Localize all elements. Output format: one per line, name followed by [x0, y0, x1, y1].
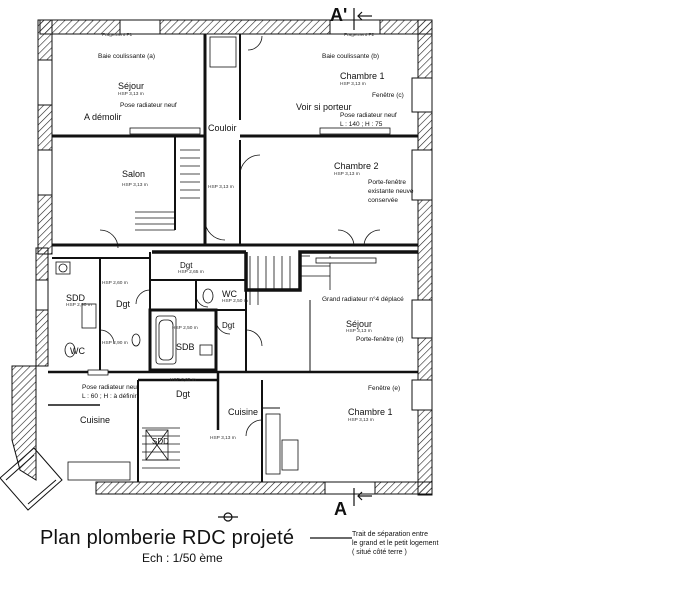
legend-separation: Trait de séparation entre le grand et le…	[352, 530, 482, 557]
room-sdd-lower: SDD	[152, 437, 169, 446]
hsp-dgt-top: HSP 2,65 m	[178, 270, 204, 275]
hsp-cuisine-right: HSP 3,13 m	[210, 436, 236, 441]
fragment-f2-label: Fragement F2	[344, 33, 375, 38]
pose-radiateur-chambre1: Pose radiateur neuf	[340, 112, 397, 119]
pose-radiateur-lower: Pose radiateur neuf	[82, 384, 139, 391]
radiateur-dims-upper: L : 140 ; H : 75	[340, 121, 383, 128]
room-sejour-upper: Séjour	[118, 81, 145, 91]
porte-fenetre-d-label: Porte-fenêtre (d)	[356, 336, 404, 343]
room-dgt-lower: Dgt	[176, 389, 191, 399]
hsp-sdb: HSP 2,50 m	[172, 326, 198, 331]
baie-a-label: Baie coulissante (a)	[98, 53, 156, 60]
legend-line-2: le grand et le petit logement	[352, 540, 439, 547]
room-chambre1-upper: Chambre 1	[340, 71, 385, 81]
hsp-sejour-lower: HSP 3,13 m	[346, 329, 372, 334]
fenetre-c-label: Fenêtre (c)	[372, 92, 404, 99]
porte-fenetre-line1: Porte-fenêtre	[368, 179, 406, 186]
hsp-dgt-lower: HSP 2,65 m	[170, 378, 196, 383]
room-salon: Salon	[122, 169, 146, 179]
pose-radiateur-upper: Pose radiateur neuf	[120, 102, 177, 109]
room-cuisine-right: Cuisine	[228, 407, 259, 417]
room-sejour-lower: Séjour	[346, 319, 373, 329]
section-mark-bottom: A	[334, 499, 347, 519]
plan-title: Plan plomberie RDC projeté	[40, 527, 295, 549]
grand-radiateur-label: Grand radiateur n°4 déplacé	[322, 296, 404, 303]
room-dgt-mid: Dgt	[222, 321, 235, 330]
door-swings	[99, 35, 381, 437]
room-wc-lower: WC	[70, 346, 85, 356]
voir-porteur-label: Voir si porteur	[296, 102, 352, 112]
fixtures	[55, 36, 391, 481]
baie-b-label: Baie coulissante (b)	[322, 53, 380, 60]
hsp-sejour-upper: HSP 3,13 m	[118, 92, 144, 97]
room-dgt-top: Dgt	[180, 261, 193, 270]
room-sdd-upper: SDD	[66, 293, 86, 303]
room-cuisine-left: Cuisine	[80, 415, 111, 425]
windows	[35, 19, 433, 495]
porte-fenetre-line2: existante neuve	[368, 188, 414, 195]
hsp-wc: HSP 2,50 m	[222, 299, 248, 304]
room-chambre2: Chambre 2	[334, 161, 379, 171]
room-couloir: Couloir	[208, 123, 237, 133]
hsp-couloir: HSP 3,13 m	[208, 185, 234, 190]
room-dgt-left: Dgt	[116, 299, 131, 309]
hsp-lower-left: HSP 2,60 m	[102, 281, 128, 286]
fenetre-e-label: Fenêtre (e)	[368, 385, 401, 392]
fragment-f1-label: Fragement F1	[102, 33, 133, 38]
hsp-wc-lower: HSP 2,90 m	[102, 341, 128, 346]
hsp-chambre1-upper: HSP 3,13 m	[340, 82, 366, 87]
section-mark-top: A'	[330, 5, 348, 25]
room-sdb: SDB	[176, 342, 195, 352]
plan-scale: Ech : 1/50 ème	[142, 551, 223, 565]
legend-line-3: ( situé côté terre )	[352, 549, 407, 556]
a-demolir-label: A démolir	[84, 112, 122, 122]
hsp-salon: HSP 3,13 m	[122, 183, 148, 188]
room-chambre1-lower: Chambre 1	[348, 407, 393, 417]
hsp-sdd: HSP 2,90 m	[66, 303, 92, 308]
legend-line-1: Trait de séparation entre	[352, 531, 429, 538]
radiateur-dims-lower: L : 60 ; H : à définir	[82, 393, 137, 400]
interior-walls	[48, 34, 418, 482]
hsp-chambre2: HSP 3,13 m	[334, 172, 360, 177]
room-wc-upper: WC	[222, 289, 237, 299]
entry-canopy	[0, 447, 63, 511]
porte-fenetre-line3: conservée	[368, 197, 398, 204]
hsp-chambre1-lower: HSP 3,13 m	[348, 418, 374, 423]
section-marks	[218, 8, 372, 539]
